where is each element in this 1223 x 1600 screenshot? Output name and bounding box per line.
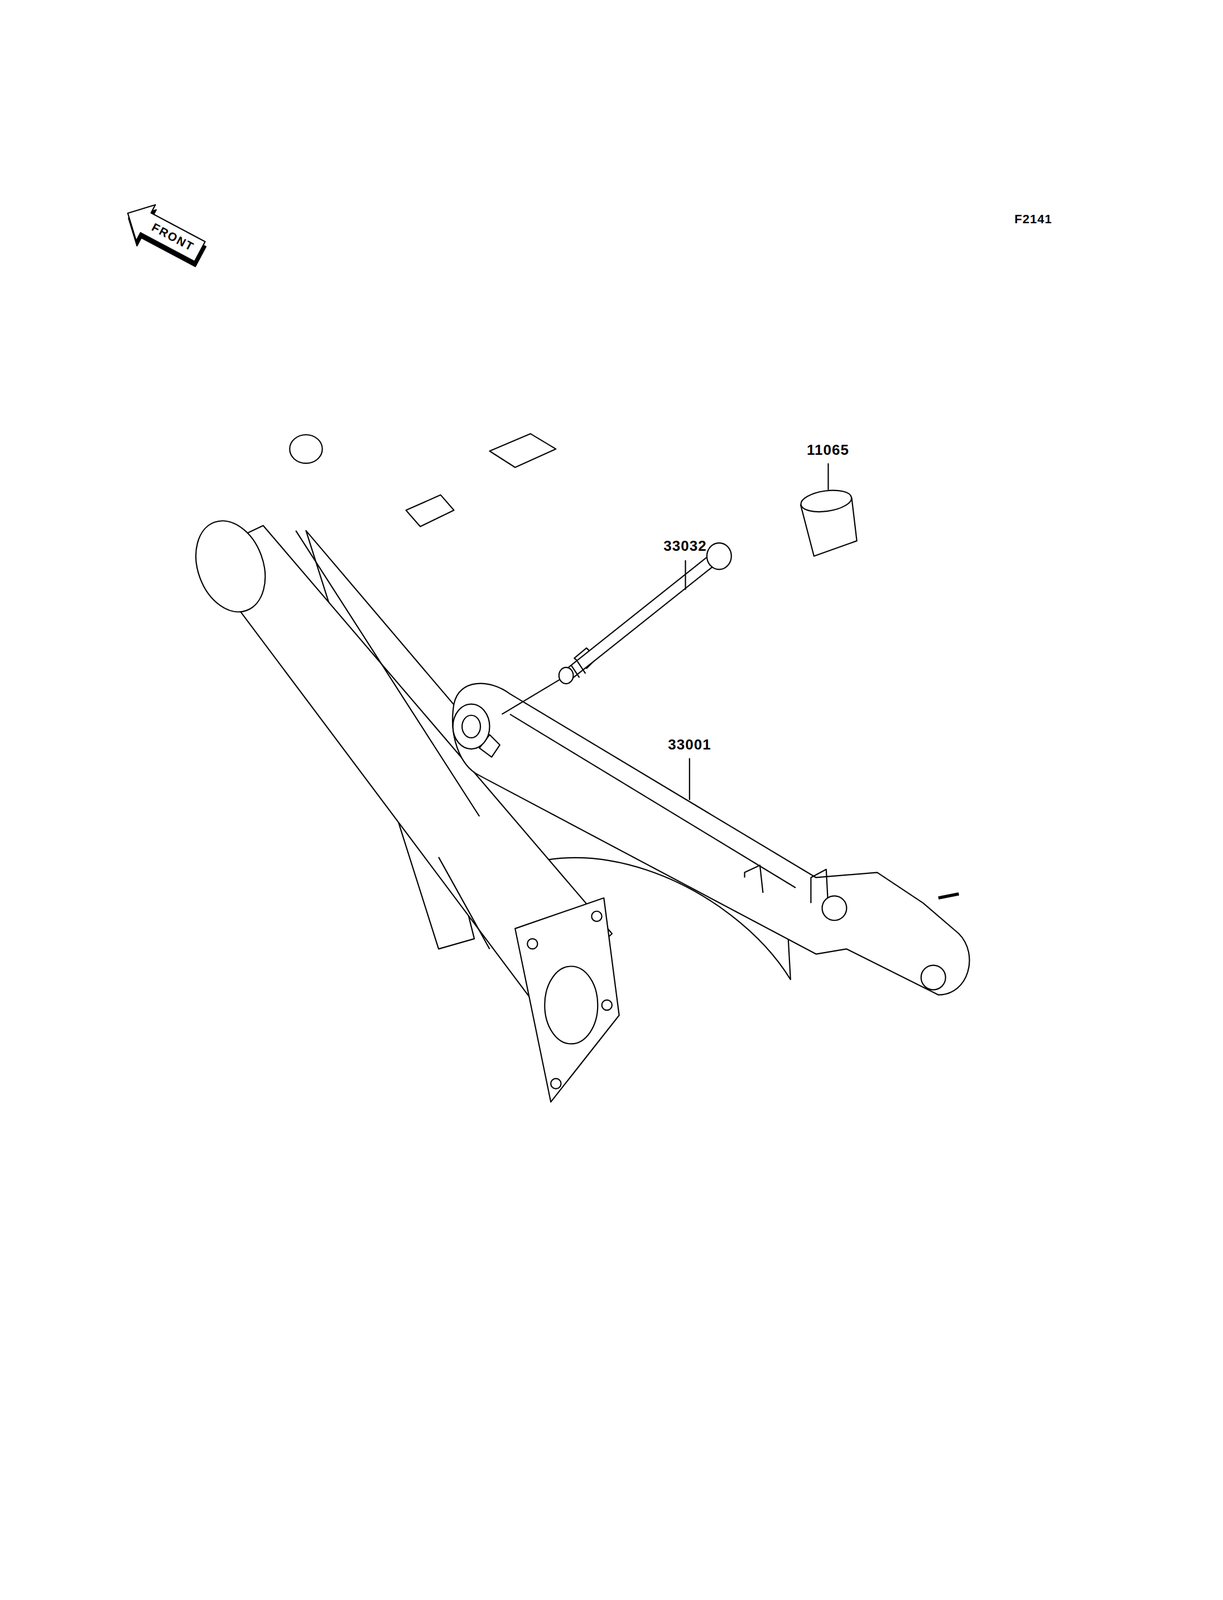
stud — [938, 893, 960, 898]
figure-code: F2141 — [1014, 212, 1052, 226]
callout-number: 33001 — [667, 736, 711, 753]
swingarm-arm — [452, 683, 970, 995]
shaft-thread — [571, 661, 586, 678]
shaft-head — [706, 542, 732, 570]
pivot-shaft — [566, 556, 717, 676]
shaft-thread — [559, 667, 574, 684]
callout-number: 11065 — [806, 441, 850, 459]
pivot-hole — [461, 715, 481, 738]
assembly-line — [501, 677, 563, 715]
tube-seam — [438, 856, 490, 950]
bolt-hole — [591, 911, 602, 922]
pivot-shaft — [566, 556, 717, 676]
tube-end — [183, 511, 277, 622]
pivot-boss — [453, 704, 490, 749]
leader-line — [684, 560, 686, 590]
callout-number: 33032 — [663, 537, 707, 555]
arm-edge — [509, 714, 796, 888]
bolt-hole — [550, 1078, 561, 1089]
flange — [514, 897, 619, 1102]
bolt-hole — [602, 999, 613, 1010]
mount-hole — [921, 965, 946, 990]
tube-boss — [289, 434, 323, 464]
bushing-rim — [799, 487, 854, 515]
front-arrow — [116, 195, 213, 275]
mount-hole — [822, 895, 847, 921]
leader-line — [689, 758, 691, 801]
tube-seam — [295, 530, 480, 817]
flange-hole — [544, 965, 598, 1044]
plate-cutout — [489, 433, 557, 467]
hose-clamp — [744, 865, 764, 893]
leader-line — [827, 463, 829, 490]
plate-cutout — [406, 494, 455, 527]
bolt-hole — [527, 938, 538, 949]
